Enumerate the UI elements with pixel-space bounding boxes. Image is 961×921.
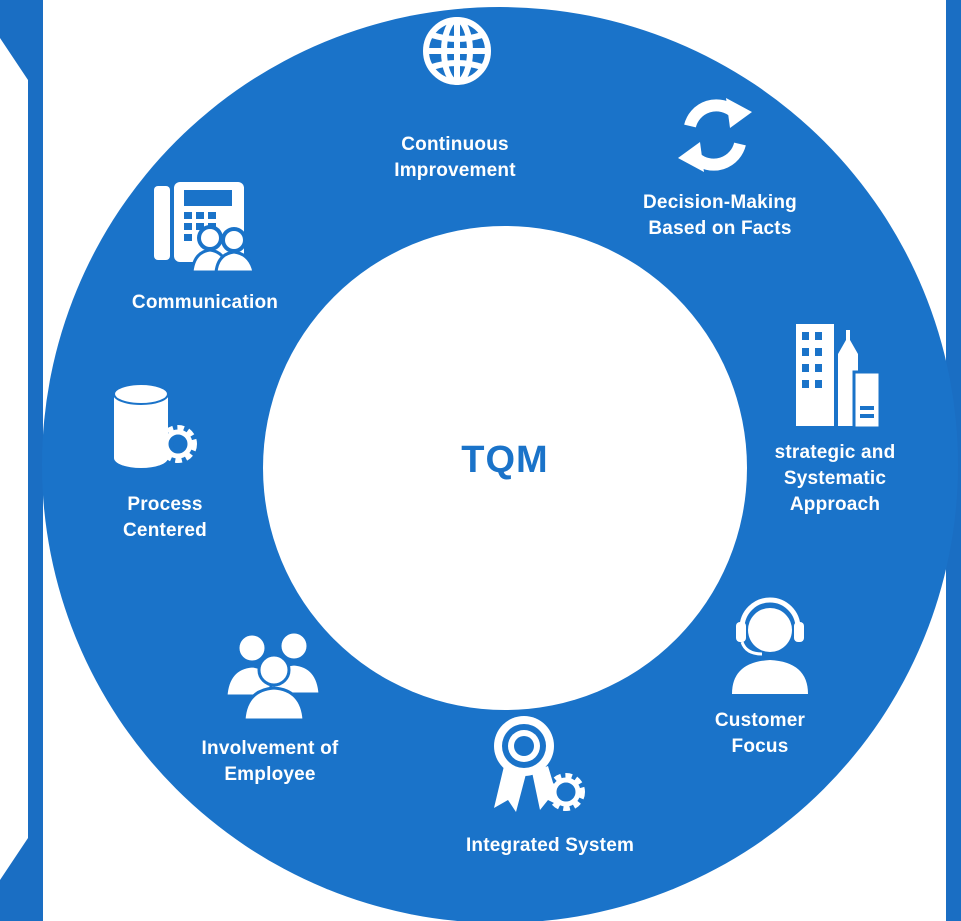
- element-label-integrated-system: Integrated System: [465, 835, 635, 856]
- element-label-process-centered: Process Centered: [123, 494, 207, 541]
- left-frame-panel: [0, 0, 43, 921]
- element-label-customer-focus: Customer Focus: [714, 710, 806, 757]
- refresh-cycle-icon: [678, 98, 752, 172]
- element-label-involvement-of-employee: Involvement of Employee: [201, 738, 339, 785]
- database-gear-icon: [113, 383, 197, 468]
- element-label-continuous-improvement: Continuous Improvement: [394, 134, 516, 181]
- center-title: TQM: [461, 439, 549, 481]
- element-label-decision-making: Decision-Making Based on Facts: [643, 192, 797, 239]
- headset-person-icon: [732, 597, 808, 694]
- globe-icon: [423, 17, 491, 85]
- buildings-icon: [796, 324, 882, 430]
- element-label-communication: Communication: [131, 292, 279, 313]
- award-gear-icon: [494, 716, 585, 812]
- element-label-strategic-approach: strategic and Systematic Approach: [774, 442, 896, 515]
- people-group-icon: [224, 630, 322, 720]
- phone-people-icon: [154, 182, 256, 274]
- inner-circle: [263, 226, 747, 710]
